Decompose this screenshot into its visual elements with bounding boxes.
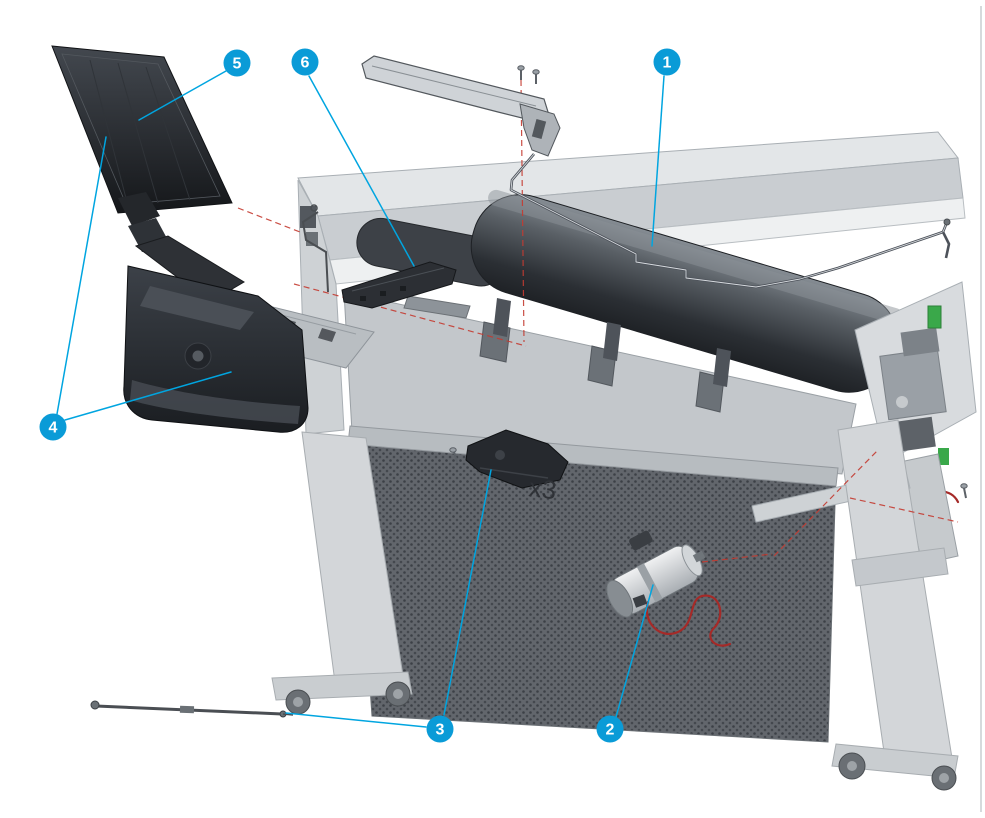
alignment-line [701, 553, 773, 563]
right-leg-brace [851, 547, 949, 587]
right-end-cap [854, 281, 977, 565]
screw [960, 483, 968, 499]
pcb-green-small [938, 448, 949, 465]
callout-1-label: 1 [663, 55, 672, 72]
alignment-lines [237, 79, 959, 563]
leader-lines [56, 70, 665, 728]
leader-line-2 [615, 584, 654, 718]
callout-5-label: 5 [233, 56, 242, 73]
alignment-line [237, 207, 301, 233]
part-4-ink-supply-assembly [123, 235, 375, 433]
leader-line-4a [56, 136, 107, 415]
part-6-bracket [341, 261, 471, 319]
callout-2: 2 [596, 715, 624, 743]
leader-line-3b [285, 712, 427, 728]
screw [449, 447, 458, 463]
screw [517, 65, 525, 80]
part-2-motor-dampener [606, 530, 732, 647]
callouts: 1 2 3 4 5 6 [39, 48, 681, 743]
part-1-sensor-bar-and-cable [361, 55, 951, 289]
callout-4-label: 4 [49, 420, 58, 437]
leader-line-3a [443, 469, 492, 716]
printer-illustration [271, 131, 977, 791]
callout-3: 3 [426, 715, 454, 743]
exploded-parts [51, 45, 968, 718]
part-5-cover-panel [51, 45, 233, 252]
alignment-line [293, 283, 527, 347]
callout-6: 6 [291, 48, 319, 76]
callout-3-label: 3 [436, 722, 445, 739]
leader-line-4b [64, 371, 232, 421]
quantity-label: x3 [527, 472, 558, 505]
alignment-line [849, 497, 959, 523]
callout-2-label: 2 [606, 722, 615, 739]
leader-line-6 [308, 75, 415, 267]
caster-left-1 [285, 689, 311, 715]
leader-line-1 [651, 75, 665, 247]
leader-line-5 [138, 70, 227, 121]
caster-left-2 [385, 681, 411, 707]
alignment-line [773, 449, 879, 557]
callout-1: 1 [653, 48, 681, 76]
caster-right-2 [931, 765, 957, 791]
caster-right-1 [838, 752, 866, 780]
callout-5: 5 [223, 49, 251, 77]
part-3-rod [90, 700, 294, 718]
pcb-green [927, 305, 942, 329]
left-foot [271, 671, 413, 701]
chassis-sockets [479, 298, 731, 413]
part-clip-x3 [465, 429, 569, 489]
callout-6-label: 6 [301, 55, 310, 72]
alignment-line [520, 79, 525, 343]
screw [532, 69, 540, 84]
callout-4: 4 [39, 413, 67, 441]
